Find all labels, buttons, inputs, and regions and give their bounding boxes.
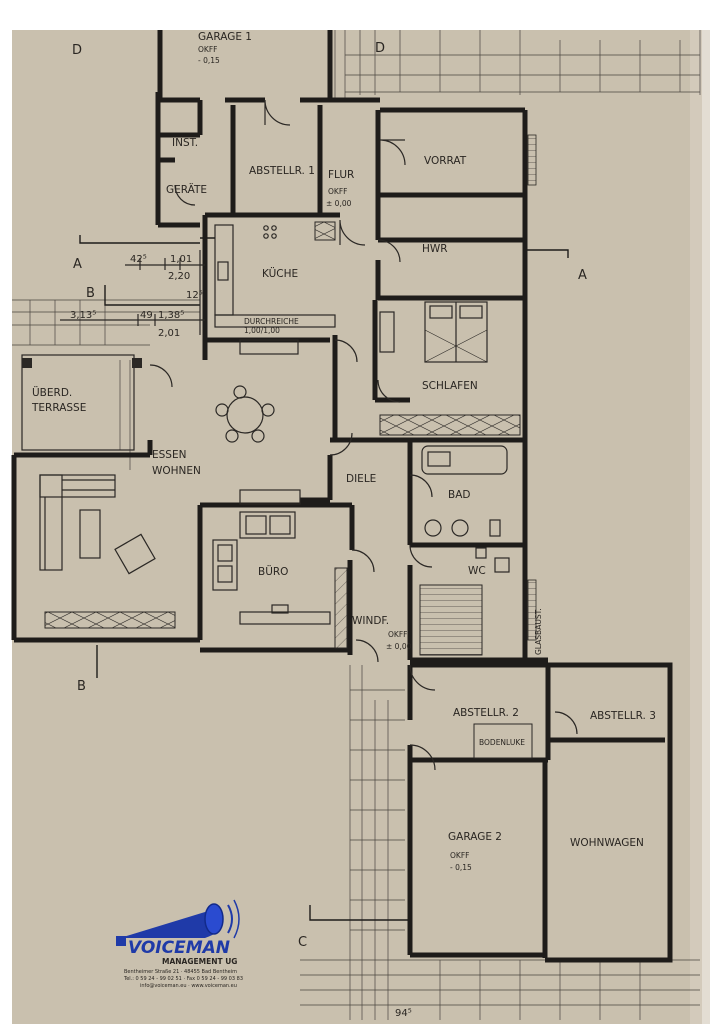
logo-web: info@voiceman.eu · www.voiceman.eu [140, 983, 237, 989]
paving-grid-bottom [300, 665, 700, 1020]
wardrobe-buero [334, 567, 348, 649]
section-markers: D D A A B B C [72, 41, 587, 950]
label-glasbaust: GLASBAUST. [534, 608, 543, 655]
label-abstellr-3: ABSTELLR. 3 [590, 710, 656, 722]
logo-name: VOICEMAN [128, 938, 230, 958]
section-a-left: A [73, 257, 82, 272]
dim-3-13-5: 3,13⁵ [70, 310, 96, 321]
label-wc: WC [468, 565, 486, 577]
door-swings [149, 99, 578, 771]
glass-block-wall [527, 579, 537, 641]
dimension-lines [60, 250, 205, 335]
label-terrasse-1: ÜBERD. [32, 386, 72, 399]
window-vorrat [527, 134, 537, 186]
dim-1-01: 1,01 [170, 254, 192, 265]
label-garage-2-okff: OKFF [450, 851, 469, 860]
dimension-labels: 42⁵ 1,01 2,20 12⁵ 3,13⁵ 49 1,38⁵ 2,01 94… [70, 254, 412, 1019]
label-durchreiche: DURCHREICHE [244, 317, 299, 326]
label-inst: INST. [172, 137, 198, 149]
label-hwr: HWR [422, 243, 448, 255]
terrace-post-1 [22, 358, 32, 368]
label-bad: BAD [448, 489, 470, 501]
label-garage-1-level: - 0,15 [198, 56, 220, 65]
wardrobe-hatch [379, 414, 521, 436]
label-schlafen: SCHLAFEN [422, 380, 478, 392]
dim-1-38-5: 1,38⁵ [158, 310, 184, 321]
section-d-left: D [72, 43, 82, 58]
section-lines [79, 30, 569, 921]
paper-background [12, 30, 702, 1024]
paving-grid-left [12, 299, 200, 470]
label-vorrat: VORRAT [424, 155, 467, 167]
dim-49: 49 [140, 310, 153, 321]
room-labels: GARAGE 1 OKFF - 0,15 INST. GERÄTE ABSTEL… [31, 31, 656, 872]
section-b-top: B [86, 286, 95, 301]
label-flur-level: ± 0,00 [326, 199, 352, 208]
label-garage-2-level: - 0,15 [450, 863, 472, 872]
living-furniture [39, 474, 301, 575]
megaphone-icon [120, 912, 222, 938]
label-flur-okff: OKFF [328, 187, 347, 196]
label-windf-okff: OKFF [388, 630, 407, 639]
label-garage-1-okff: OKFF [198, 45, 217, 54]
label-windf: WINDF. [352, 615, 389, 627]
label-terrasse-2: TERRASSE [31, 402, 86, 414]
paving-grid-top [334, 30, 701, 100]
label-windf-level: ± 0,00 [386, 642, 412, 651]
dining-table [215, 385, 275, 443]
label-abstellr-1: ABSTELLR. 1 [249, 165, 315, 177]
section-a-right: A [578, 268, 587, 283]
label-abstellr-2: ABSTELLR. 2 [453, 707, 519, 719]
logo-phone: Tel.: 0 59 24 - 99 02 51 · Fax 0 59 24 -… [123, 976, 243, 982]
kitchen-cabinet [314, 221, 336, 241]
staircase [419, 584, 483, 656]
dim-2-20: 2,20 [168, 271, 190, 282]
section-b-bottom: B [77, 679, 86, 694]
label-diele: DIELE [346, 473, 376, 485]
label-bodenluke: BODENLUKE [479, 738, 525, 747]
dim-12-5: 12⁵ [186, 290, 203, 301]
label-buero: BÜRO [258, 565, 288, 578]
house-walls [11, 92, 548, 663]
covered-terrace [21, 354, 135, 451]
logo-subtitle: MANAGEMENT UG [162, 957, 237, 966]
label-wohnen: WOHNEN [152, 465, 201, 477]
label-kueche: KÜCHE [262, 267, 298, 280]
label-garage-1: GARAGE 1 [198, 31, 252, 43]
garage-2-walls [407, 662, 673, 963]
logo-address: Bentheimer Straße 21 · 48455 Bad Benthei… [124, 969, 237, 975]
label-essen: ESSEN [152, 449, 186, 461]
label-garage-2: GARAGE 2 [448, 831, 502, 843]
label-durchreiche-size: 1,00/1,00 [244, 326, 280, 335]
section-c: C [298, 935, 307, 950]
section-d-right: D [375, 41, 385, 56]
bath-fixtures [421, 445, 510, 573]
double-bed [379, 301, 488, 363]
label-wohnwagen: WOHNWAGEN [570, 837, 644, 849]
voiceman-logo: VOICEMAN MANAGEMENT UG Bentheimer Straße… [116, 899, 243, 989]
label-geraete: GERÄTE [166, 183, 207, 196]
label-flur: FLUR [328, 169, 354, 181]
window-seat-hatch [44, 611, 176, 629]
dim-2-01: 2,01 [158, 328, 180, 339]
dim-42-5: 42⁵ [130, 254, 147, 265]
office-furniture [212, 511, 331, 625]
terrace-post-2 [132, 358, 142, 368]
kitchen-fixtures [214, 224, 336, 355]
dim-94-5: 94⁵ [395, 1008, 412, 1019]
attic-hatch [473, 723, 533, 759]
